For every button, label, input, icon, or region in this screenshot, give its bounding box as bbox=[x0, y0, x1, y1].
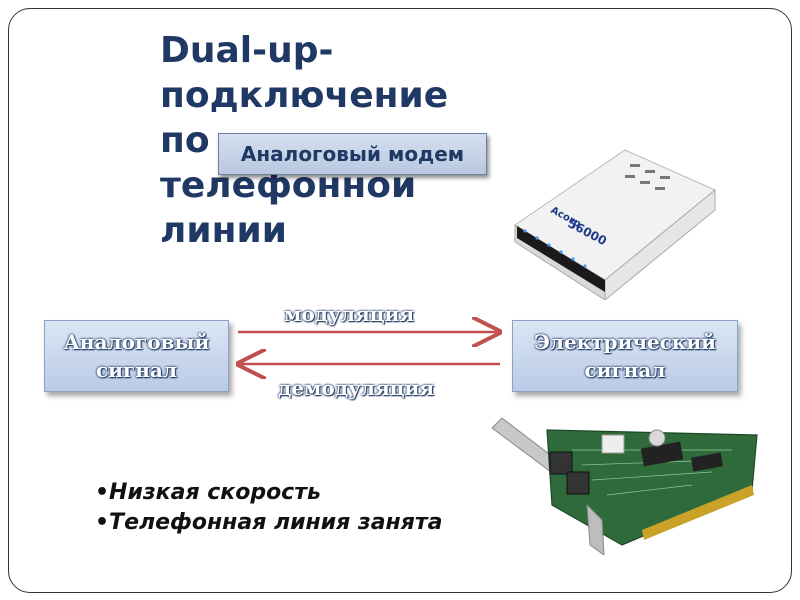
external-modem-image: Acorp 56000 bbox=[514, 149, 716, 300]
bullet-list: •Низкая скорость •Телефонная линия занят… bbox=[95, 478, 442, 538]
internal-modem-card-image bbox=[492, 417, 758, 555]
title-hyphen: - bbox=[318, 30, 334, 71]
title-line-2: подключение bbox=[160, 75, 449, 116]
demodulation-label: демодуляция bbox=[278, 376, 435, 400]
slide-title: Dual-up- подключение по телефонной линии bbox=[160, 28, 460, 253]
modem-label-callout: Аналоговый модем bbox=[218, 133, 487, 175]
title-line-1: Dual-up- bbox=[160, 28, 460, 73]
analog-box-line-2: сигнал bbox=[96, 358, 177, 382]
bullet-low-speed: •Низкая скорость bbox=[95, 480, 321, 505]
electric-box-line-2: сигнал bbox=[584, 358, 666, 382]
electric-signal-box: Электрический сигнал bbox=[512, 320, 738, 392]
analog-signal-box: Аналоговый сигнал bbox=[44, 320, 229, 392]
title-line-3-start: по bbox=[160, 120, 210, 161]
modulation-label: модуляция bbox=[284, 302, 415, 326]
title-line-4: линии bbox=[160, 210, 287, 251]
title-bold-text: Dual-up bbox=[160, 30, 319, 71]
bullet-line-busy: •Телефонная линия занята bbox=[95, 510, 443, 535]
electric-box-line-1: Электрический bbox=[533, 330, 717, 354]
analog-box-line-1: Аналоговый bbox=[63, 330, 210, 354]
